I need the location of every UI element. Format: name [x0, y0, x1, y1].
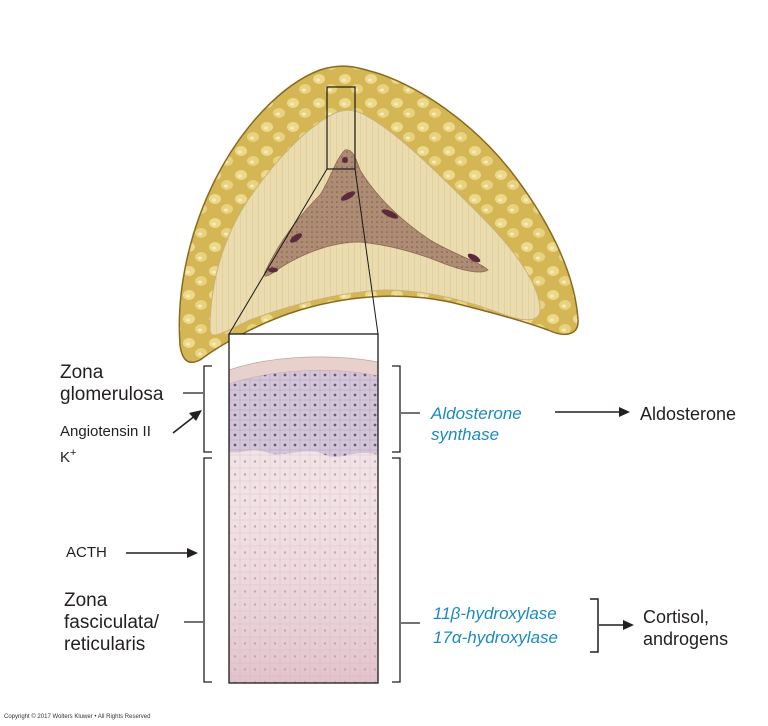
- histology-panel: [228, 333, 379, 684]
- arrow-aldosterone: [555, 407, 630, 417]
- label-angiotensin: Angiotensin II: [60, 423, 151, 440]
- zona-glomerulosa-tissue: [229, 370, 378, 458]
- arrow-angiotensin: [172, 410, 202, 434]
- label-k-plus: K+: [60, 447, 77, 466]
- bracket-fasciculata-left: [203, 457, 212, 683]
- label-cortisol-androgens: Cortisol, androgens: [643, 607, 729, 649]
- medullary-vein: [381, 209, 399, 219]
- label-17a-hydroxylase: 17α-hydroxylase: [433, 628, 558, 647]
- label-zona-fasciculata: Zona fasciculata/ reticularis: [64, 590, 160, 655]
- label-aldosterone-synthase: Aldosterone synthase: [431, 404, 522, 444]
- medullary-vein: [342, 157, 348, 163]
- arrow-acth: [126, 548, 198, 558]
- bracket-fasciculata-right: [392, 457, 401, 683]
- label-aldosterone: Aldosterone: [640, 404, 737, 424]
- arrow-cortisol: [599, 620, 634, 630]
- bracket-glomerulosa-left: [203, 365, 212, 453]
- medullary-vein: [290, 233, 302, 243]
- medullary-vein: [340, 191, 356, 201]
- medullary-vein: [467, 253, 481, 263]
- adrenal-medulla: [263, 149, 489, 277]
- label-acth: ACTH: [66, 544, 107, 561]
- bracket-glomerulosa-right: [392, 365, 401, 453]
- magnification-line-right: [354, 168, 379, 335]
- label-11b-hydroxylase: 11β-hydroxylase: [433, 604, 557, 623]
- medullary-vein: [268, 267, 278, 273]
- magnification-box: [326, 86, 356, 170]
- copyright-text: Copyright © 2017 Wolters Kluwer • All Ri…: [4, 714, 151, 720]
- bracket-enzymes: [590, 598, 599, 653]
- label-zona-glomerulosa: Zona glomerulosa: [60, 362, 164, 405]
- magnification-line-left: [228, 168, 328, 335]
